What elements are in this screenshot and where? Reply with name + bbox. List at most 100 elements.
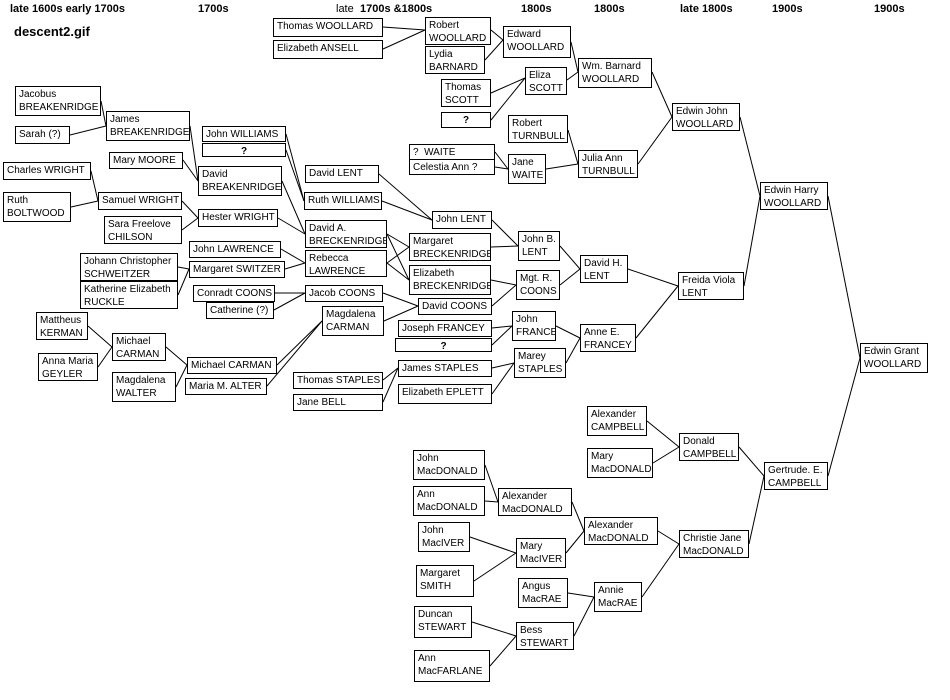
person-box: Bess STEWART [516,622,574,650]
connector-line [738,446,765,477]
person-box: David A. BRECKENRIDGE [305,220,387,248]
person-box: Robert TURNBULL [508,115,568,143]
connector-line [491,219,519,247]
connector-line [559,245,581,270]
person-box: Mary MacIVER [516,538,566,568]
connector-line [70,200,99,208]
person-box: David H. LENT [580,255,628,283]
connector-line [175,364,188,388]
person-box: Sarah (?) [15,126,70,144]
connector-line [177,266,190,270]
era-label: 1800s [521,3,552,15]
person-box: Jane BELL [293,394,383,411]
connector-line [484,39,504,61]
person-box: Magdalena WALTER [112,372,176,402]
person-box: Jacobus BREAKENRIDGE [15,86,101,116]
connector-line [567,592,595,598]
person-box: Lydia BARNARD [425,46,485,74]
person-box: Johann Christopher SCHWEITZER [80,253,178,281]
person-box: John MacIVER [418,522,470,552]
connector-line [494,166,509,170]
person-box: Edward WOOLLARD [503,26,571,58]
person-box: Rebecca LAWRENCE [305,250,387,277]
person-box: Mary MacDONALD [587,448,653,478]
person-box: John MacDONALD [413,450,485,480]
person-box: Margaret SWITZER [189,261,285,278]
person-box: Julia Ann TURNBULL [578,150,638,178]
person-box: John FRANCEY [512,311,556,341]
person-box: Ann MacFARLANE [414,650,490,682]
person-box: Magdalena CARMAN [322,306,384,336]
era-label: 1900s [874,3,905,15]
person-box: John LENT [432,211,492,229]
connector-line [382,29,426,50]
person-box: Mary MOORE [109,152,183,169]
person-box: ? WAITE [409,144,495,160]
connector-line [567,129,579,165]
person-box: Anna Maria GEYLER [38,353,98,381]
person-box: Duncan STEWART [414,606,472,638]
connector-line [469,536,517,554]
connector-line [743,195,761,287]
person-box: ? [441,112,491,128]
person-box: Anne E. FRANCEY [580,324,636,352]
person-box: Edwin John WOOLLARD [672,103,740,131]
person-box: Michael CARMAN [187,357,277,374]
era-label: 1800s [594,3,625,15]
person-box: Jacob COONS [305,285,383,302]
connector-line [97,346,113,368]
person-box: Conradt COONS [193,285,275,302]
person-box: Alexander MacDONALD [584,517,658,545]
connector-line [490,279,517,286]
person-box: James STAPLES [398,360,492,377]
connector-line [280,248,306,264]
person-box: Margaret BRECKENRIDGE [409,233,491,261]
connector-line [266,320,323,387]
person-box: Thomas WOOLLARD [273,18,383,37]
connector-line [827,357,861,477]
connector-line [491,362,515,369]
connector-line [641,543,680,598]
person-box: ? [395,338,492,352]
connector-line [165,346,188,366]
connector-line [570,41,579,73]
person-box: Elizabeth ANSELL [273,40,383,59]
era-label: 1900s [772,3,803,15]
person-box: John B. LENT [518,231,560,261]
connector-line [565,337,581,364]
person-box: David BREAKENRIDGE [198,166,282,196]
person-box: Angus MacRAE [518,578,568,608]
person-box: John WILLIAMS [202,126,286,142]
era-label: 1700s &1800s [360,3,433,15]
connector-line [565,530,585,554]
connector-line [381,200,433,221]
connector-line [494,151,509,170]
person-box: Ruth BOLTWOOD [3,192,71,222]
connector-line [182,159,199,182]
era-label: late [336,3,354,15]
person-box: Catherine (?) [206,302,274,319]
connector-line [559,268,581,286]
connector-line [273,292,306,311]
person-box: Elizabeth EPLETT [398,384,492,404]
person-box: Ann MacDONALD [413,486,485,516]
person-box: Thomas STAPLES [293,372,383,389]
person-box: Alexander MacDONALD [498,488,572,516]
person-box: Wm. Barnard WOOLLARD [578,58,652,88]
person-box: Freida Viola LENT [678,272,744,300]
connector-line [69,125,107,136]
person-box: Donald CAMPBELL [679,433,739,461]
connector-line [571,501,585,532]
connector-line [386,233,410,281]
connector-line [490,77,526,94]
connector-line [484,500,499,503]
connector-line [386,246,410,264]
connector-line [181,217,199,231]
connector-line [651,71,673,118]
person-box: David LENT [305,165,379,183]
person-box: ? [202,143,286,157]
connector-line [189,125,199,182]
connector-line [281,180,306,235]
